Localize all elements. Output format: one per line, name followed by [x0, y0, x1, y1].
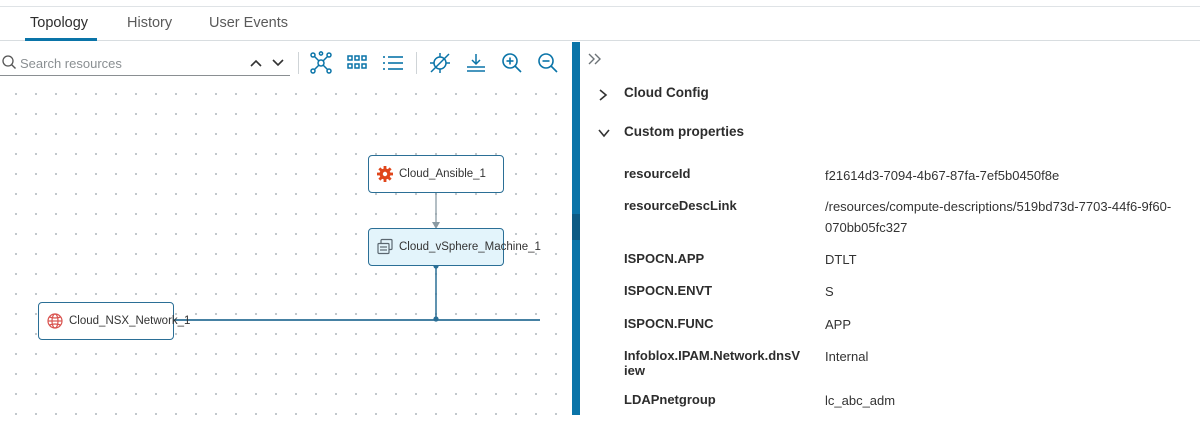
divider-resize-handle[interactable] [572, 214, 580, 240]
property-key: resourceDescLink [624, 198, 737, 213]
toolbar-separator [416, 52, 417, 74]
property-value: DTLT [825, 252, 857, 267]
section-custom-properties-toggle[interactable] [597, 123, 611, 143]
property-key: ISPOCN.ENVT [624, 283, 713, 298]
toolbar-separator [298, 52, 299, 74]
search-icon [1, 54, 17, 75]
property-key: LDAPnetgroup [624, 392, 716, 407]
topology-canvas[interactable] [0, 42, 572, 415]
topology-toolbar [0, 42, 572, 78]
property-value: lc_abc_adm [825, 393, 896, 408]
property-value: APP [825, 317, 852, 332]
section-cloud-config-toggle[interactable] [597, 85, 611, 105]
property-key: ISPOCN.FUNC [624, 316, 714, 331]
node-label: Cloud_vSphere_Machine_1 [399, 241, 541, 253]
zoom-out-icon[interactable] [534, 50, 562, 76]
chevron-down-icon [597, 127, 611, 139]
download-icon[interactable] [462, 50, 490, 76]
tab-bar: Topology History User Events [0, 7, 1200, 41]
node-cloud-ansible[interactable]: Cloud_Ansible_1 [368, 155, 504, 193]
grid-view-icon[interactable] [343, 50, 371, 76]
property-key: Infoblox.IPAM.Network.dnsView [624, 348, 800, 378]
nsx-network-icon [46, 312, 64, 330]
ansible-gear-icon [376, 165, 394, 183]
details-panel [580, 42, 1200, 415]
node-cloud-nsx-network[interactable]: Cloud_NSX_Network_1 [38, 302, 190, 340]
property-value: Internal [825, 349, 869, 364]
section-title-cloud-config[interactable]: Cloud Config [624, 85, 709, 100]
node-label: Cloud_Ansible_1 [399, 168, 486, 180]
vsphere-machine-icon [376, 238, 394, 256]
list-view-icon[interactable] [379, 50, 407, 76]
search-input[interactable] [20, 53, 230, 73]
property-value: f21614d3-7094-4b67-87fa-7ef5b0450f8e [825, 168, 1060, 183]
property-value: /resources/compute-descriptions/519bd73d… [825, 199, 1172, 235]
tab-history[interactable]: History [127, 15, 173, 31]
tab-user-events[interactable]: User Events [209, 15, 288, 31]
double-chevron-right-icon[interactable] [585, 49, 605, 69]
section-title-custom-properties[interactable]: Custom properties [624, 124, 745, 139]
search-box [0, 52, 290, 76]
chevron-down-icon[interactable] [270, 54, 286, 72]
chevron-right-icon [597, 88, 611, 102]
hide-icon[interactable] [426, 50, 454, 76]
tab-topology[interactable]: Topology [30, 15, 89, 31]
chevron-up-icon[interactable] [248, 54, 264, 72]
active-tab-indicator [25, 38, 97, 41]
node-cloud-vsphere-machine[interactable]: Cloud_vSphere_Machine_1 [368, 228, 541, 266]
zoom-in-icon[interactable] [498, 50, 526, 76]
node-label: Cloud_NSX_Network_1 [69, 315, 191, 327]
top-border [0, 6, 1200, 7]
property-value: S [825, 284, 834, 299]
topology-icon[interactable] [307, 50, 335, 76]
property-key: resourceId [624, 166, 691, 181]
property-key: ISPOCN.APP [624, 251, 705, 266]
